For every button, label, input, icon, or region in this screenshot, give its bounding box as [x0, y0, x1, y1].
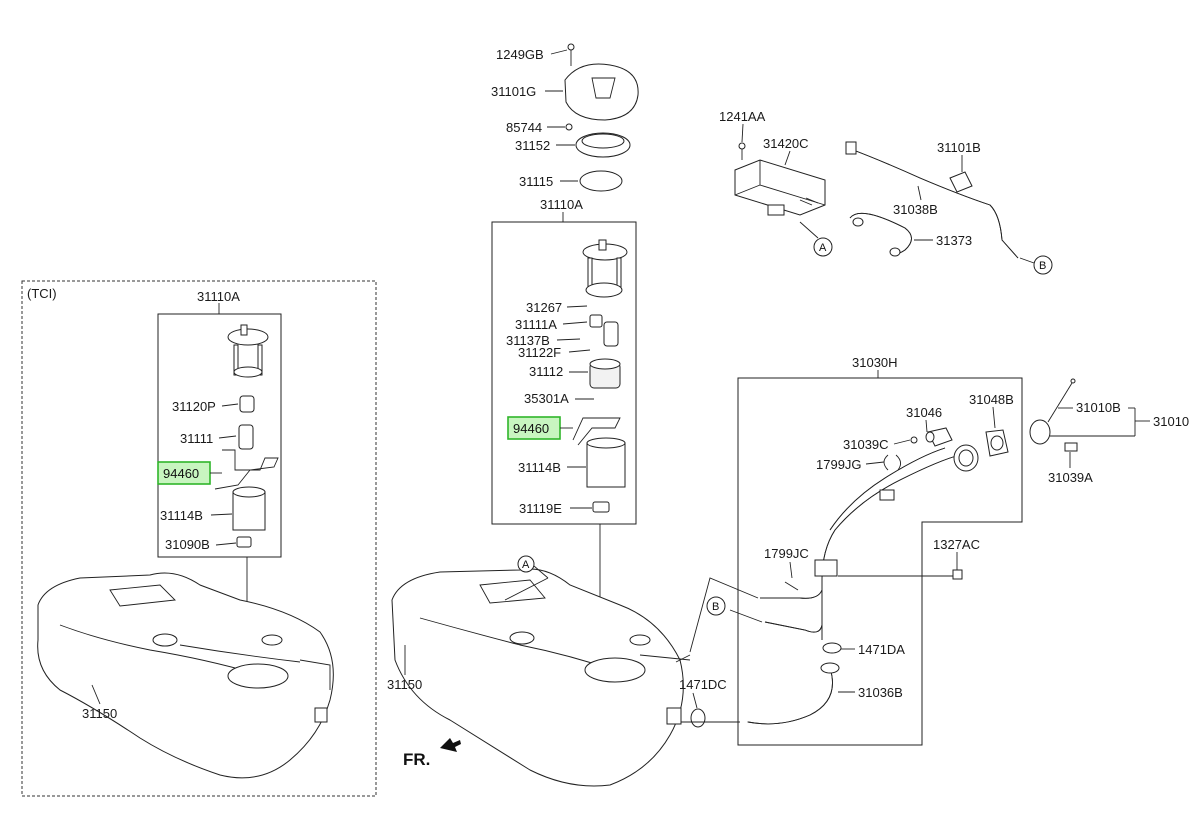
label-31267: 31267 [526, 300, 562, 315]
left-bracket-part [236, 536, 252, 548]
ref-circle-a-canister [813, 237, 833, 257]
bolt-1249GB-part [567, 43, 575, 66]
gasket-31048B-part [985, 429, 1009, 457]
lock-ring-31152-part [575, 132, 631, 158]
label-31111: 31111 [180, 431, 213, 446]
fr-label: FR. [403, 750, 430, 769]
left-pump-flange-part [227, 324, 269, 378]
label-1471DA: 1471DA [858, 642, 905, 657]
center-fuel-tank-part [391, 568, 691, 787]
label-31110A-left: 31110A [197, 289, 240, 304]
vapor-hose-31038B-part [845, 141, 1019, 259]
ref-circle-b-hose [706, 596, 726, 616]
center-pump-flange-part [582, 239, 628, 298]
filler-hose-31036B-part [747, 662, 840, 725]
label-31114B-center: 31114B [518, 460, 561, 475]
cover-plate-31101G-part [564, 63, 639, 121]
label-31373: 31373 [936, 233, 972, 248]
left-pump-motor-part [238, 424, 254, 450]
center-reservoir-part [586, 437, 626, 488]
label-31120P: 31120P [172, 399, 216, 414]
label-31010: 31010 [1153, 414, 1189, 429]
clamp-1471DC-part [690, 708, 706, 728]
label-31090B: 31090B [165, 537, 210, 552]
label-1799JC: 1799JC [764, 546, 809, 561]
clip-31039C-part [910, 436, 918, 444]
canister-31420C-part [734, 159, 826, 216]
label-31110A-center: 31110A [540, 197, 583, 212]
label-31101G: 31101G [491, 84, 536, 99]
label-31114B-left: 31114B [160, 508, 203, 523]
label-1249GB: 1249GB [496, 47, 544, 62]
tci-dashed-frame [21, 280, 377, 797]
label-31115: 31115 [519, 174, 553, 189]
label-31046: 31046 [906, 405, 942, 420]
label-1327AC: 1327AC [933, 537, 980, 552]
label-1241AA: 1241AA [719, 109, 766, 124]
label-31039C: 31039C [843, 437, 889, 452]
front-arrow-icon [440, 738, 461, 752]
label-31030H: 31030H [852, 355, 898, 370]
label-31038B: 31038B [893, 202, 938, 217]
label-94460-left: 94460 [163, 466, 199, 481]
center-bracket-part [592, 501, 610, 513]
label-31150-center: 31150 [387, 677, 422, 692]
label-31036B: 31036B [858, 685, 903, 700]
label-31119E: 31119E [519, 501, 562, 516]
left-pump-frame [157, 313, 282, 558]
ref-b-canister: B [1039, 260, 1046, 272]
filler-neck-frame [737, 377, 1023, 746]
ref-a-tank: A [522, 559, 530, 571]
filler-pipe-part [814, 427, 979, 640]
bolt-1327AC-part [952, 569, 963, 580]
label-31101B: 31101B [937, 140, 981, 155]
label-31112: 31112 [529, 364, 563, 379]
center-filter-31112-part [589, 358, 621, 389]
bolt-1241AA-part [738, 142, 746, 160]
center-pump-frame [491, 221, 637, 525]
bracket-31101B-part [949, 171, 973, 193]
label-31122F: 31122F [518, 345, 561, 360]
left-fuel-tank-part [37, 572, 334, 779]
center-pump-motor-part [589, 314, 619, 347]
vent-hoses-part [760, 589, 823, 633]
hose-clip-31373-part [849, 212, 912, 257]
label-31010B: 31010B [1076, 400, 1121, 415]
center-sender-part [572, 417, 621, 446]
screw-31039A-part [1064, 442, 1078, 452]
label-94460-center: 94460 [513, 421, 549, 436]
label-31150-left: 31150 [82, 706, 117, 721]
label-31420C: 31420C [763, 136, 809, 151]
left-sender-part [214, 449, 279, 490]
left-filter-part [239, 395, 255, 413]
label-31111A: 31111A [515, 317, 557, 332]
gasket-31115-part [579, 170, 623, 192]
label-31137B: 31137B [506, 333, 550, 348]
tci-label: (TCI) [27, 286, 57, 301]
ref-circle-b-canister [1033, 255, 1053, 275]
label-31152: 31152 [515, 138, 550, 153]
ref-b-hose: B [712, 601, 719, 613]
ref-circle-a-tank [517, 555, 535, 573]
clamp-1799JG-part [883, 454, 901, 471]
fuel-cap-31010B-part [1029, 378, 1076, 445]
ref-a-canister: A [819, 242, 827, 254]
left-reservoir-part [232, 486, 266, 531]
clip-1799JC-part [784, 581, 799, 591]
nut-85744-part [565, 123, 573, 131]
label-1799JG: 1799JG [816, 457, 862, 472]
label-31048B: 31048B [969, 392, 1014, 407]
label-85744: 85744 [506, 120, 542, 135]
clamp-1471DA-part [822, 642, 842, 654]
label-35301A: 35301A [524, 391, 569, 406]
label-31039A: 31039A [1048, 470, 1093, 485]
label-1471DC: 1471DC [679, 677, 727, 692]
